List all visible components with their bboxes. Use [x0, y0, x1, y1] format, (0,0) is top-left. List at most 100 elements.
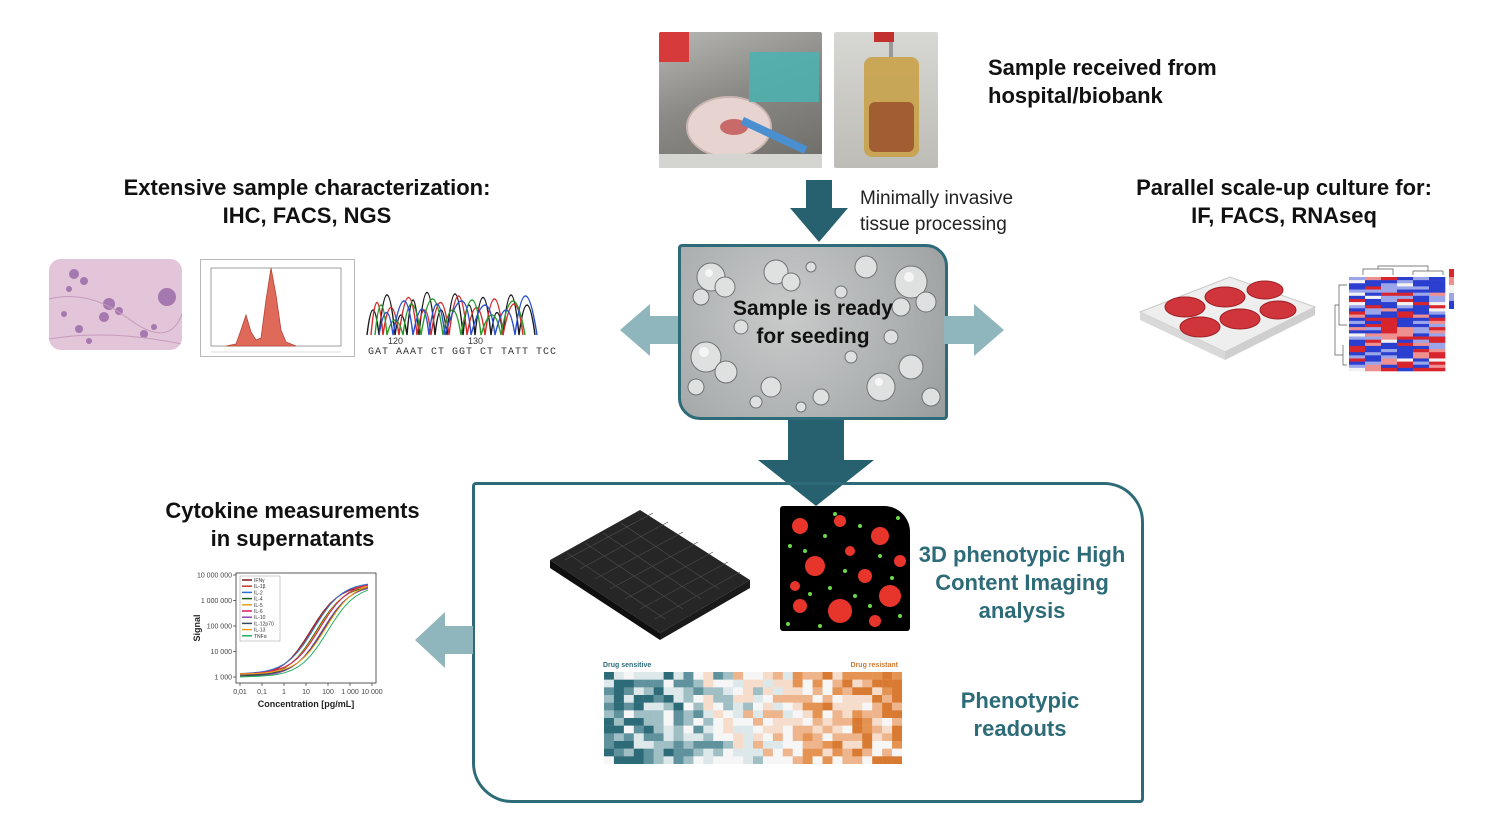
rnaseq-heatmap-cell — [1413, 314, 1430, 319]
phenotypic-heatmap-cell — [872, 710, 883, 719]
phenotypic-heatmap-cell — [693, 710, 704, 719]
phenotypic-heatmap-cell — [762, 718, 774, 726]
phenotypic-heatmap-cell — [882, 725, 893, 734]
rnaseq-heatmap-cell — [1365, 277, 1382, 281]
phenotypic-heatmap-cell — [852, 741, 863, 749]
rnaseq-heatmap-cell — [1429, 302, 1446, 306]
phenotypic-heatmap-cell — [743, 748, 754, 757]
rnaseq-heatmap-cell — [1381, 352, 1398, 356]
rnaseq-heatmap-cell — [1365, 367, 1382, 372]
rnaseq-heatmap-cell — [1381, 280, 1398, 284]
rnaseq-heatmap-cell — [1349, 364, 1366, 369]
phenotypic-heatmap-cell — [693, 687, 704, 696]
phenotypic-heatmap-cell — [832, 702, 843, 711]
cytokine-curve — [239, 584, 369, 675]
phenotypic-heatmap-cell — [802, 702, 813, 711]
rnaseq-heatmap-cell — [1349, 339, 1366, 344]
rnaseq-color-key — [1449, 269, 1454, 277]
rnaseq-heatmap-cell — [1349, 358, 1366, 362]
rnaseq-heatmap-cell — [1365, 298, 1382, 303]
rnaseq-heatmap-cell — [1349, 317, 1366, 322]
rnaseq-heatmap-cell — [1381, 283, 1398, 287]
phenotypic-heatmap-cell — [713, 679, 724, 688]
phenotypic-heatmap-cell — [892, 718, 902, 726]
rnaseq-heatmap-cell — [1397, 280, 1414, 284]
phenotypic-heatmap-cell — [733, 748, 744, 757]
phenotypic-heatmap-cell — [792, 702, 803, 711]
phenotypic-heatmap-cell — [623, 695, 634, 703]
rnaseq-heatmap-cell — [1365, 305, 1382, 309]
phenotypic-heatmap-cell — [743, 695, 754, 703]
rnaseq-heatmap-cell — [1397, 314, 1414, 319]
cytokine-ytick: 100 000 — [207, 624, 232, 631]
rnaseq-heatmap-cell — [1349, 320, 1366, 325]
rnaseq-heatmap-cell — [1413, 342, 1430, 347]
rnaseq-heatmap-cell — [1429, 336, 1446, 340]
rnaseq-heatmap-cell — [1397, 364, 1414, 369]
hci-analysis-label: 3D phenotypic High Content Imaging analy… — [918, 542, 1126, 623]
rnaseq-heatmap-cell — [1381, 336, 1398, 340]
phenotypic-heatmap-cell — [663, 733, 674, 742]
phenotypic-heatmap-cell — [663, 741, 674, 749]
rnaseq-heatmap-cell — [1429, 305, 1446, 309]
rnaseq-heatmap-cell — [1349, 289, 1366, 293]
rnaseq-heatmap-cell — [1365, 324, 1382, 328]
phenotypic-heatmap-cell — [613, 679, 625, 688]
phenotypic-heatmap-cell — [713, 687, 724, 696]
phenotypic-heatmap-cell — [802, 672, 813, 680]
phenotypic-heatmap-cell — [872, 695, 883, 703]
phenotypic-heatmap-cell — [723, 725, 734, 734]
phenotypic-heatmap-cell — [673, 748, 684, 757]
cytokine-legend-entry: IL-4 — [254, 597, 263, 603]
phenotypic-heatmap-cell — [762, 748, 774, 757]
phenotypic-heatmap-cell — [693, 672, 704, 680]
rnaseq-heatmap-cell — [1397, 342, 1414, 347]
phenotypic-heatmap-cell — [782, 756, 793, 764]
rnaseq-heatmap-cell — [1397, 298, 1414, 303]
phenotypic-heatmap-cell — [892, 733, 902, 742]
sequence-tick-120: 120 — [388, 336, 404, 346]
phenotypic-readout-heatmap: Drug sensitive Drug resistant — [560, 660, 910, 775]
phenotypic-heatmap-cell — [703, 718, 714, 726]
phenotypic-heatmap-cell — [753, 679, 764, 688]
scaleup-title: Parallel scale-up culture for: — [1136, 175, 1432, 200]
phenotypic-heatmap-cell — [782, 672, 793, 680]
rnaseq-heatmap-cell — [1429, 342, 1446, 347]
phenotypic-heatmap-cell — [842, 710, 853, 719]
phenotypic-heatmap-cell — [743, 679, 754, 688]
rnaseq-heatmap-cell — [1413, 320, 1430, 325]
phenotypic-heatmap-cell — [604, 695, 615, 703]
phenotypic-heatmap-cell — [832, 756, 843, 764]
phenotypic-heatmap-cell — [772, 679, 783, 688]
rnaseq-heatmap-cell — [1429, 286, 1446, 290]
phenotypic-heatmap-cell — [762, 702, 774, 711]
rnaseq-heatmap-cell — [1429, 314, 1446, 319]
phenotypic-heatmap-cell — [812, 756, 823, 764]
phenotypic-heatmap-cell — [733, 725, 744, 734]
phenotypic-heatmap-cell — [882, 702, 893, 711]
phenotypic-heatmap-cell — [723, 756, 734, 764]
hospital-sample-photo-2 — [834, 32, 938, 168]
rnaseq-heatmap-cell — [1381, 342, 1398, 347]
phenotypic-heatmap-cell — [743, 702, 754, 711]
rnaseq-heatmap-cell — [1365, 283, 1382, 287]
phenotypic-heatmap-cell — [852, 756, 863, 764]
rnaseq-heatmap-cell — [1349, 352, 1366, 356]
phenotypic-heatmap-cell — [693, 748, 704, 757]
rnaseq-heatmap-cell — [1429, 364, 1446, 369]
cytokine-ylabel: Signal — [192, 614, 202, 641]
rnaseq-heatmap-cell — [1349, 277, 1366, 281]
rnaseq-heatmap-cell — [1397, 358, 1414, 362]
phenotypic-heatmap-cell — [822, 718, 833, 726]
phenotypic-heatmap-cell — [643, 718, 654, 726]
rnaseq-heatmap-cell — [1429, 339, 1446, 344]
phenotypic-heatmap-cell — [802, 710, 813, 719]
cytokine-curve — [239, 589, 369, 678]
phenotypic-heatmap-cell — [743, 710, 754, 719]
rnaseq-heatmap-cell — [1429, 295, 1446, 300]
phenotypic-heatmap-cell — [782, 687, 793, 696]
phenotypic-heatmap-cell — [643, 687, 654, 696]
rnaseq-heatmap-cell — [1413, 298, 1430, 303]
rnaseq-heatmap-cell — [1365, 292, 1382, 297]
